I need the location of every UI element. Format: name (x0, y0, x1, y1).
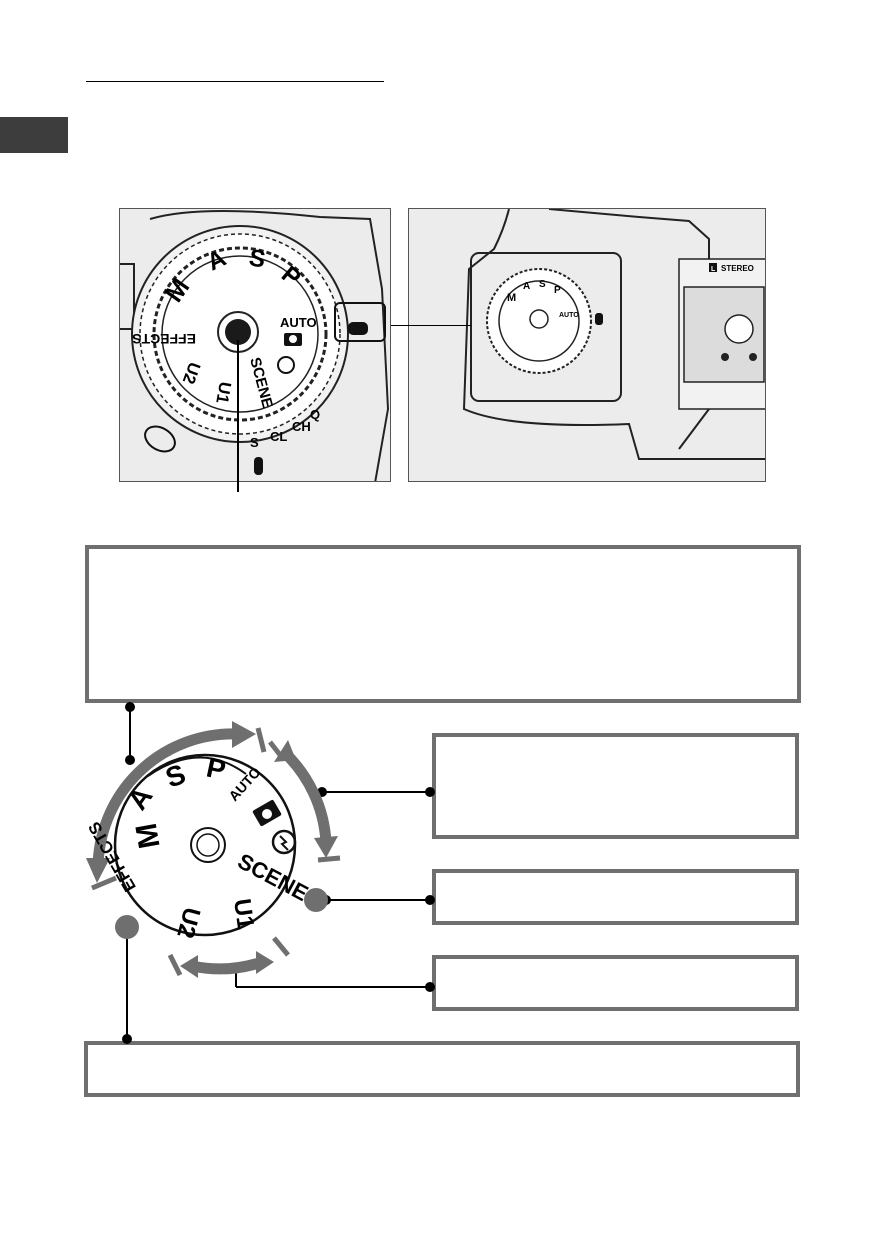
camera-top-view-photo: L STEREO M A S P AUTO (408, 208, 766, 482)
mode-dial-closeup-photo: M A S P AUTO SCENE U1 U2 EFFECTS S CL CH… (119, 208, 391, 482)
dial-label-s: S (247, 244, 267, 273)
header-rule (86, 81, 384, 82)
big-dial-a: A (122, 781, 159, 815)
release-label-q: Q (310, 407, 320, 422)
photo-connector-line (391, 325, 471, 326)
big-dial-scene: SCENE (234, 848, 313, 906)
dial-label-u1: U1 (212, 380, 234, 405)
dial-label-auto: AUTO (280, 315, 317, 330)
user-settings-callout-box (432, 955, 799, 1011)
big-dial-s: S (161, 758, 189, 794)
auto-modes-callout-box (432, 733, 799, 839)
svg-text:S: S (539, 279, 546, 290)
modes-pasm-callout-box (85, 545, 801, 703)
stereo-left-badge: L (711, 266, 716, 273)
svg-text:AUTO: AUTO (559, 312, 579, 319)
scene-mode-callout-box (432, 869, 799, 925)
big-dial-u2: U2 (171, 904, 205, 941)
big-dial-p: P (204, 752, 229, 786)
svg-text:A: A (523, 281, 530, 292)
big-dial-auto: AUTO (225, 764, 263, 804)
release-label-s: S (250, 435, 259, 450)
big-dial-m: M (130, 821, 167, 851)
release-label-ch: CH (292, 419, 311, 434)
big-dial-effects: EFFECTS (85, 818, 140, 895)
dial-pointer-line (237, 340, 239, 492)
svg-text:P: P (554, 285, 561, 296)
chapter-tab (0, 117, 68, 153)
stereo-label: STEREO (721, 264, 754, 273)
svg-text:M: M (507, 292, 516, 304)
big-dial-u1: U1 (228, 897, 259, 931)
dial-label-effects: EFFECTS (132, 331, 196, 347)
effects-mode-callout-box (84, 1041, 800, 1097)
release-label-cl: CL (270, 429, 287, 444)
